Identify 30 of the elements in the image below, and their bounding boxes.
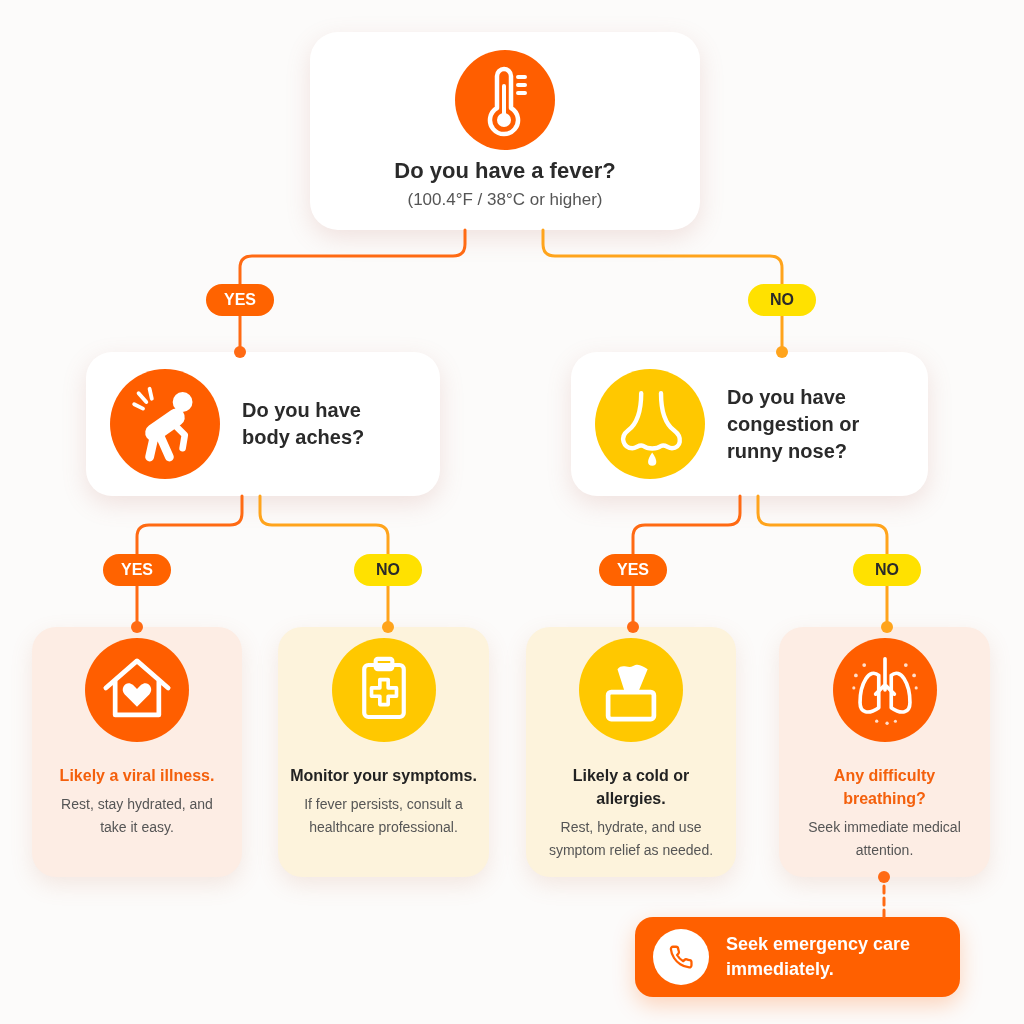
edge-label: NO: [853, 554, 921, 586]
dashed-connector: [878, 871, 890, 919]
result-title: Monitor your symptoms.: [290, 766, 477, 786]
question-card: [310, 32, 700, 230]
edge-label: YES: [206, 284, 274, 316]
result-description: Seek immediate medical attention.: [807, 818, 962, 860]
connector-line: [541, 228, 788, 358]
result-description: If fever persists, consult a healthcare professional.: [303, 795, 464, 837]
connector-line: [234, 228, 467, 358]
edge-label: YES: [103, 554, 171, 586]
result-card: [526, 627, 736, 877]
result-card: [779, 627, 990, 877]
edge-label: YES: [599, 554, 667, 586]
question-text: Do you have body aches?: [242, 398, 366, 450]
result-title: Likely a cold or allergies.: [571, 766, 691, 809]
temperature-note: (100.4°F / 38°C or higher): [407, 189, 603, 211]
question-text: Do you have congestion or runny nose?: [727, 384, 861, 464]
question-card: [86, 352, 440, 496]
result-title: Likely a viral illness.: [59, 766, 215, 786]
result-title: Any difficulty breathing?: [832, 766, 937, 809]
result-description: Rest, stay hydrated, and take it easy.: [60, 795, 214, 837]
edge-label: NO: [354, 554, 422, 586]
result-description: Rest, hydrate, and use symptom relief as needed.: [547, 818, 715, 860]
result-card: [278, 627, 489, 877]
edge-label: NO: [748, 284, 816, 316]
alert-text: Seek emergency care immediately.: [726, 933, 912, 981]
result-card: [32, 627, 242, 877]
emergency-banner: [635, 917, 960, 997]
question-text: Do you have a fever?: [394, 157, 616, 185]
question-card: [571, 352, 928, 496]
